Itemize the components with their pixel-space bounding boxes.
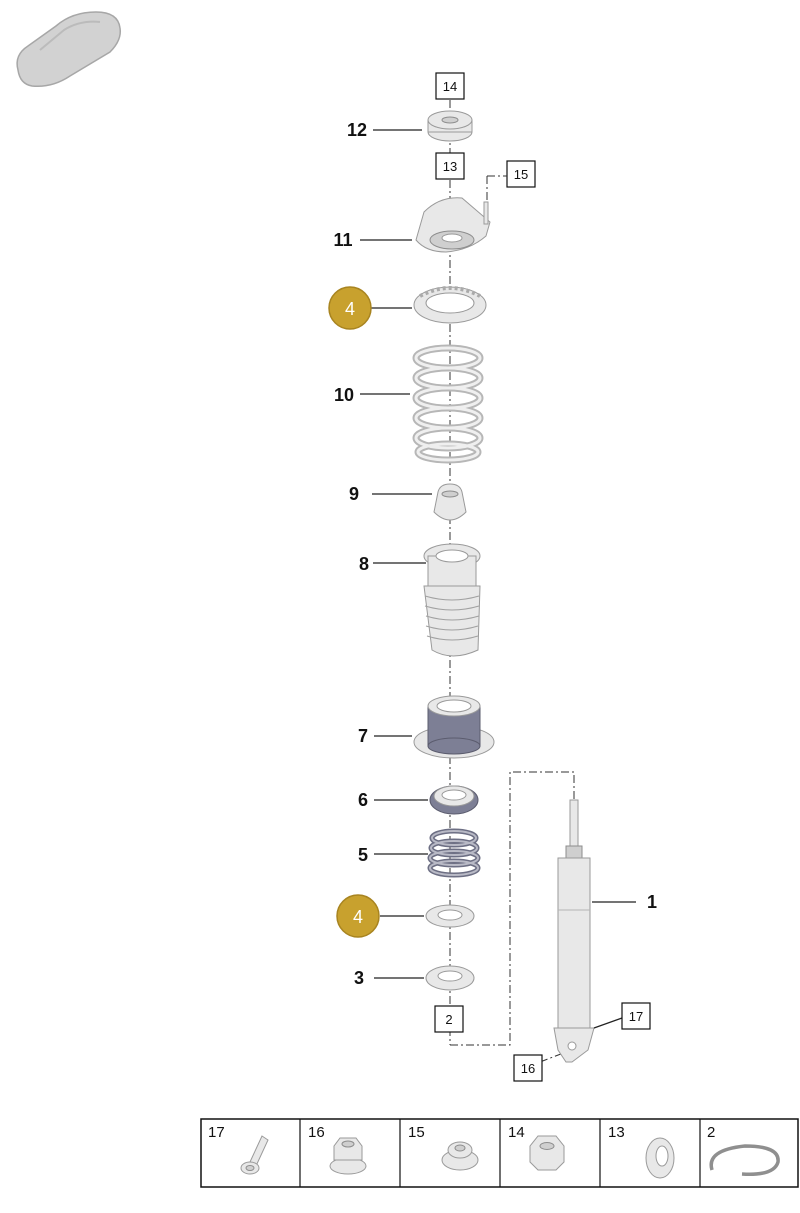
part-8-protective-boot xyxy=(423,543,481,657)
callout-5: 5 xyxy=(358,845,368,865)
part-5-helper-spring-inner xyxy=(429,830,479,876)
svg-text:15: 15 xyxy=(514,167,528,182)
callout-8: 8 xyxy=(359,554,369,574)
part-10-coil-spring-highlight xyxy=(414,346,482,462)
snap-ring-icon xyxy=(709,1144,780,1176)
boxed-ref-15: 15 xyxy=(506,160,536,188)
bolt-icon xyxy=(240,1135,269,1175)
boxed-ref-17: 17 xyxy=(621,1002,651,1030)
svg-text:14: 14 xyxy=(443,79,457,94)
callout-4-lower: 4 xyxy=(353,907,363,927)
callout-1: 1 xyxy=(647,892,657,912)
leader-17 xyxy=(593,1017,623,1029)
svg-text:2: 2 xyxy=(445,1012,452,1027)
car-thumbnail-icon[interactable] xyxy=(16,11,122,88)
part-1-shock-absorber xyxy=(553,799,595,1063)
table-label-13: 13 xyxy=(608,1124,625,1141)
hex-nut-icon xyxy=(529,1135,565,1171)
table-label-14: 14 xyxy=(508,1124,525,1141)
flange-nut-icon xyxy=(329,1137,367,1175)
part-4-lower-washer xyxy=(425,904,475,928)
callout-10: 10 xyxy=(334,385,354,405)
table-label-17: 17 xyxy=(208,1124,225,1141)
callout-9: 9 xyxy=(349,484,359,504)
svg-text:16: 16 xyxy=(521,1061,535,1076)
callout-4-lower-highlight[interactable]: 4 xyxy=(336,894,380,938)
parts-table: 17 16 15 14 13 2 xyxy=(200,1118,799,1188)
collar-nut-icon xyxy=(441,1141,479,1171)
boxed-ref-2: 2 xyxy=(434,1005,464,1033)
part-7-spring-seat xyxy=(413,695,495,759)
boxed-ref-16: 16 xyxy=(513,1054,543,1082)
callout-6: 6 xyxy=(358,790,368,810)
axis-shock-connection xyxy=(450,771,575,1046)
washer-icon xyxy=(645,1137,675,1179)
part-6-ring xyxy=(429,785,479,815)
part-4-upper-spring-pad xyxy=(413,286,487,324)
callout-4-upper-highlight[interactable]: 4 xyxy=(328,286,372,330)
boxed-ref-14: 14 xyxy=(435,72,465,100)
table-label-15: 15 xyxy=(408,1124,425,1141)
boxed-ref-13: 13 xyxy=(435,152,465,180)
callout-11: 11 xyxy=(333,230,352,250)
part-9-bump-stop xyxy=(433,483,467,521)
table-label-16: 16 xyxy=(308,1124,325,1141)
callout-3: 3 xyxy=(354,968,364,988)
callout-7: 7 xyxy=(358,726,368,746)
svg-text:17: 17 xyxy=(629,1009,643,1024)
callout-4-upper: 4 xyxy=(345,299,355,319)
part-12-nut xyxy=(427,110,473,142)
part-3-washer xyxy=(425,965,475,991)
svg-text:13: 13 xyxy=(443,159,457,174)
callout-12: 12 xyxy=(347,120,367,140)
part-11-top-mount xyxy=(415,197,491,253)
table-label-2: 2 xyxy=(707,1124,715,1141)
